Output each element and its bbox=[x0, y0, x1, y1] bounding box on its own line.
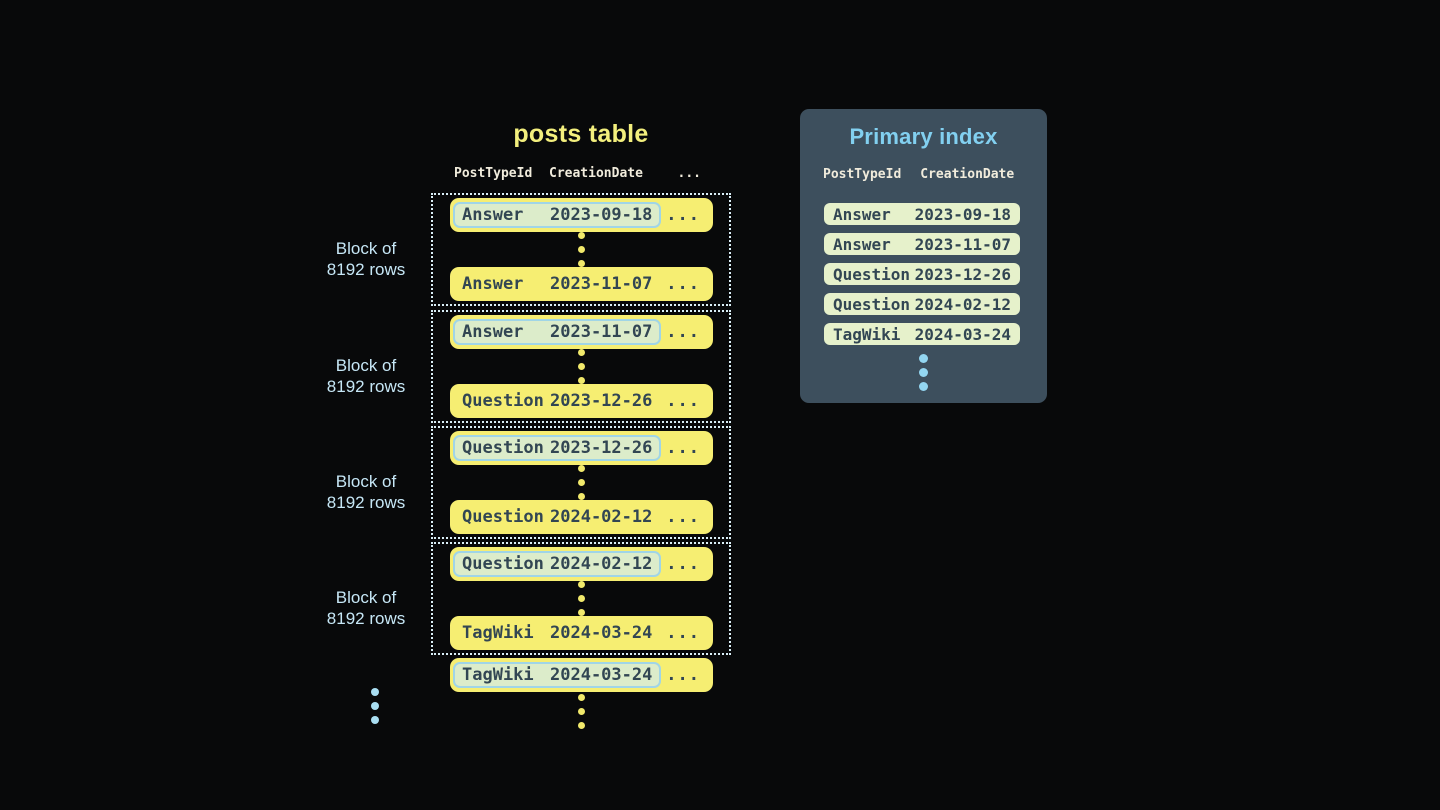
index-row: Question 2024-02-12 bbox=[824, 293, 1020, 315]
table-row: TagWiki 2024-03-24 ... bbox=[450, 616, 713, 650]
cell-posttypeid: TagWiki bbox=[462, 665, 534, 685]
row-block-3: Question 2023-12-26 ... Question 2024-02… bbox=[431, 426, 731, 539]
block-size-label: Block of 8192 rows bbox=[296, 587, 436, 629]
row-ellipsis: ... bbox=[666, 507, 700, 527]
row-block-1: Answer 2023-09-18 ... Answer 2023-11-07 … bbox=[431, 193, 731, 306]
more-blocks-dots bbox=[371, 688, 379, 724]
cell-creationdate: 2023-12-26 bbox=[914, 264, 1011, 284]
cell-posttypeid: Answer bbox=[462, 274, 524, 294]
row-highlight: TagWiki 2024-03-24 bbox=[453, 662, 662, 688]
table-row: Answer 2023-11-07 ... bbox=[450, 315, 713, 349]
block-label-line1: Block of bbox=[335, 356, 397, 375]
column-header-creationdate: CreationDate bbox=[920, 166, 1015, 182]
cell-posttypeid: Question bbox=[833, 264, 911, 284]
row-cells: Answer 2023-11-07 bbox=[453, 271, 661, 297]
column-header-creationdate: CreationDate bbox=[549, 166, 643, 181]
table-row: Question 2023-12-26 ... bbox=[450, 384, 713, 418]
column-header-posttypeid: PostTypeId bbox=[454, 166, 533, 181]
row-block-4: Question 2024-02-12 ... TagWiki 2024-03-… bbox=[431, 542, 731, 655]
row-ellipsis: ... bbox=[666, 554, 700, 574]
row-cells: Question 2024-02-12 bbox=[453, 504, 661, 530]
column-header-posttypeid: PostTypeId bbox=[823, 166, 902, 182]
block-label-line2: 8192 rows bbox=[326, 377, 406, 396]
cell-creationdate: 2023-11-07 bbox=[550, 322, 653, 342]
row-highlight: Question 2024-02-12 bbox=[453, 551, 662, 577]
block-label-line2: 8192 rows bbox=[326, 609, 406, 628]
row-ellipsis: ... bbox=[666, 391, 700, 411]
block-label-line1: Block of bbox=[335, 588, 397, 607]
cell-posttypeid: Question bbox=[833, 294, 911, 314]
more-rows-dots bbox=[578, 694, 585, 729]
omitted-rows-dots bbox=[578, 581, 585, 616]
cell-creationdate: 2023-12-26 bbox=[550, 391, 653, 411]
block-size-label: Block of 8192 rows bbox=[296, 471, 436, 513]
row-block-2: Answer 2023-11-07 ... Question 2023-12-2… bbox=[431, 310, 731, 423]
cell-creationdate: 2023-09-18 bbox=[550, 205, 653, 225]
index-row: Question 2023-12-26 bbox=[824, 263, 1020, 285]
index-row: Answer 2023-11-07 bbox=[824, 233, 1020, 255]
cell-posttypeid: Answer bbox=[462, 322, 524, 342]
cell-creationdate: 2024-03-24 bbox=[550, 665, 653, 685]
index-row: Answer 2023-09-18 bbox=[824, 203, 1020, 225]
cell-posttypeid: Question bbox=[462, 438, 544, 458]
cell-creationdate: 2024-02-12 bbox=[550, 507, 653, 527]
cell-creationdate: 2023-11-07 bbox=[914, 234, 1011, 254]
cell-creationdate: 2024-02-12 bbox=[914, 294, 1011, 314]
row-ellipsis: ... bbox=[666, 274, 700, 294]
table-row-trailing: TagWiki 2024-03-24 ... bbox=[450, 658, 713, 692]
block-size-label: Block of 8192 rows bbox=[296, 238, 436, 280]
cell-creationdate: 2023-12-26 bbox=[550, 438, 653, 458]
posts-table-column-headers: PostTypeId CreationDate ... bbox=[450, 166, 714, 181]
cell-creationdate: 2024-03-24 bbox=[550, 623, 653, 643]
row-ellipsis: ... bbox=[666, 438, 700, 458]
table-row: Answer 2023-11-07 ... bbox=[450, 267, 713, 301]
block-size-label: Block of 8192 rows bbox=[296, 355, 436, 397]
block-label-line2: 8192 rows bbox=[326, 260, 406, 279]
posts-table-title: posts table bbox=[513, 120, 649, 148]
more-index-entries-dots bbox=[919, 354, 928, 391]
omitted-rows-dots bbox=[578, 232, 585, 267]
primary-index-panel: Primary index PostTypeId CreationDate An… bbox=[800, 109, 1047, 403]
cell-posttypeid: Question bbox=[462, 391, 544, 411]
table-row: Answer 2023-09-18 ... bbox=[450, 198, 713, 232]
row-ellipsis: ... bbox=[666, 665, 700, 685]
table-row: Question 2024-02-12 ... bbox=[450, 547, 713, 581]
row-cells: Question 2023-12-26 bbox=[453, 388, 661, 414]
block-label-line1: Block of bbox=[335, 472, 397, 491]
primary-index-column-headers: PostTypeId CreationDate bbox=[823, 166, 1047, 182]
row-highlight: Question 2023-12-26 bbox=[453, 435, 662, 461]
cell-posttypeid: Question bbox=[462, 507, 544, 527]
primary-index-rows: Answer 2023-09-18 Answer 2023-11-07 Ques… bbox=[824, 203, 1047, 345]
table-row: Question 2024-02-12 ... bbox=[450, 500, 713, 534]
row-ellipsis: ... bbox=[666, 322, 700, 342]
index-row: TagWiki 2024-03-24 bbox=[824, 323, 1020, 345]
cell-creationdate: 2023-11-07 bbox=[550, 274, 653, 294]
cell-creationdate: 2024-02-12 bbox=[550, 554, 653, 574]
cell-posttypeid: Answer bbox=[833, 204, 891, 224]
cell-creationdate: 2024-03-24 bbox=[914, 324, 1011, 344]
table-row: Question 2023-12-26 ... bbox=[450, 431, 713, 465]
row-cells: TagWiki 2024-03-24 bbox=[453, 620, 661, 646]
row-ellipsis: ... bbox=[666, 205, 700, 225]
row-highlight: Answer 2023-09-18 bbox=[453, 202, 662, 228]
cell-posttypeid: Question bbox=[462, 554, 544, 574]
cell-posttypeid: TagWiki bbox=[833, 324, 901, 344]
row-highlight: Answer 2023-11-07 bbox=[453, 319, 662, 345]
omitted-rows-dots bbox=[578, 465, 585, 500]
cell-posttypeid: Answer bbox=[833, 234, 891, 254]
cell-posttypeid: Answer bbox=[462, 205, 524, 225]
cell-posttypeid: TagWiki bbox=[462, 623, 534, 643]
cell-creationdate: 2023-09-18 bbox=[914, 204, 1011, 224]
column-header-ellipsis: ... bbox=[677, 166, 701, 181]
row-ellipsis: ... bbox=[666, 623, 700, 643]
primary-index-title: Primary index bbox=[849, 124, 998, 149]
block-label-line1: Block of bbox=[335, 239, 397, 258]
omitted-rows-dots bbox=[578, 349, 585, 384]
block-label-line2: 8192 rows bbox=[326, 493, 406, 512]
